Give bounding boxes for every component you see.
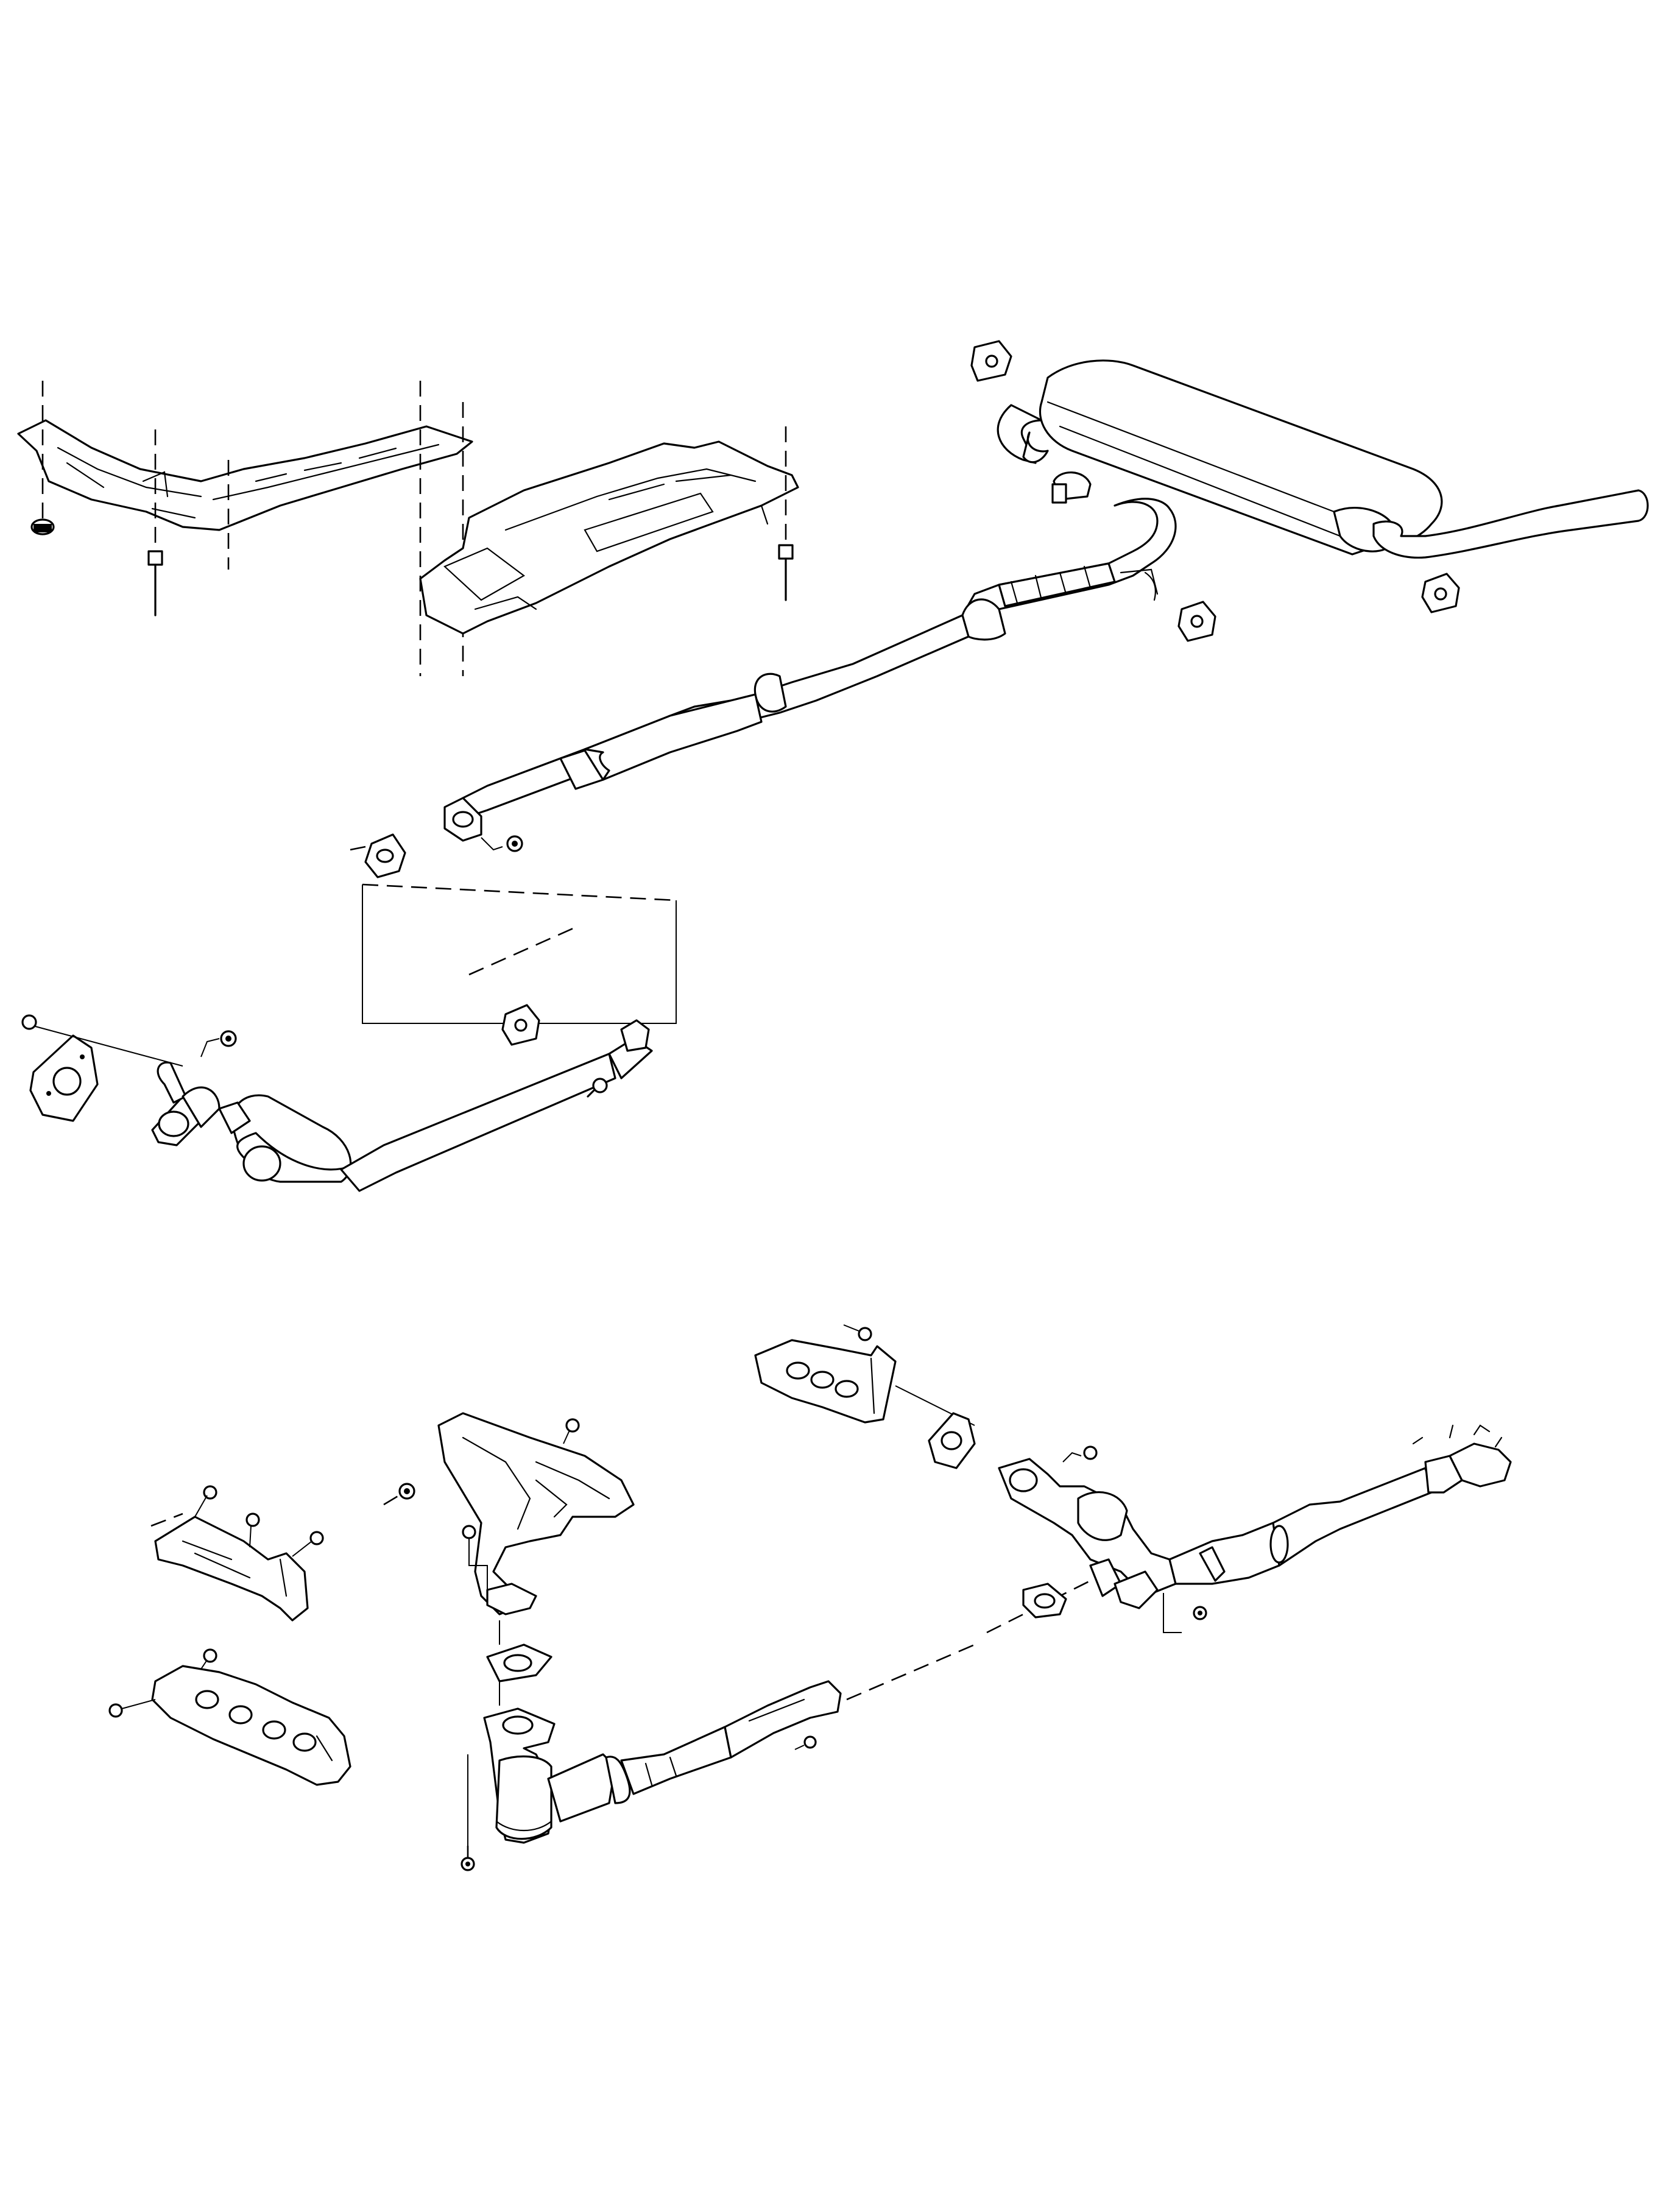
exhaust-manifold-heat-shield-right — [754, 1339, 897, 1424]
center-heat-shield — [419, 440, 799, 635]
manifold-stud — [108, 1699, 156, 1718]
lower-exhaust-system — [108, 1324, 1512, 1871]
exhaust-manifold-left — [151, 1665, 351, 1786]
catalytic-converter-downpipe — [483, 1680, 842, 1844]
reference-line — [468, 925, 579, 976]
flange-nut — [481, 835, 523, 852]
alignment-line — [846, 1643, 975, 1701]
manifold-stud — [563, 1418, 580, 1444]
heat-shield-stud-bolt-right — [778, 426, 794, 601]
reference-line — [362, 883, 677, 902]
converter-nut — [200, 1030, 237, 1057]
heat-shield-bolt-line — [150, 1513, 183, 1527]
muffler-hanger-insulator-right — [1421, 573, 1460, 613]
downpipe-bolt — [794, 1735, 817, 1750]
manifold-bolt — [462, 1525, 488, 1590]
flange-alignment-line — [350, 846, 366, 851]
rear-flange-gasket — [928, 1412, 976, 1469]
converter-gasket — [29, 1034, 99, 1122]
heat-shield-bolt — [843, 1324, 872, 1341]
rear-catalytic-converter-pipe — [998, 1424, 1512, 1609]
manifold-nut — [383, 1483, 415, 1506]
reference-bracket — [362, 884, 677, 1024]
heat-shield-bolt — [245, 1513, 260, 1548]
converter-bolt — [21, 1014, 183, 1067]
front-pipe-hanger-insulator — [501, 1004, 540, 1046]
pipe-hanger-insulator-middle — [1177, 601, 1216, 642]
flange-gasket — [364, 833, 406, 878]
upper-exhaust-system — [17, 340, 1649, 1192]
rear-muffler — [997, 359, 1649, 559]
exhaust-manifold-center — [437, 1412, 635, 1615]
heat-shield-bolt — [194, 1485, 217, 1517]
downpipe-nut — [461, 1857, 475, 1871]
rear-flange-gasket-lower — [1022, 1583, 1067, 1619]
intermediate-pipe-resonator — [462, 498, 1177, 817]
front-heat-shield — [17, 419, 473, 531]
muffler-hanger-insulator-top — [970, 340, 1012, 382]
manifold-gasket — [486, 1643, 552, 1682]
front-pipe-catalytic-converter — [151, 1019, 653, 1192]
heat-shield-stud-bolt — [147, 429, 163, 616]
intermediate-pipe-flange — [443, 797, 482, 842]
exhaust-manifold-heat-shield-left — [154, 1516, 309, 1622]
rear-flange-nut — [1062, 1446, 1098, 1463]
heat-shield-bolt — [292, 1531, 324, 1557]
heat-shield-fastener-left — [30, 381, 55, 535]
manifold-nut — [200, 1648, 217, 1670]
rear-pipe-bracket — [1163, 1593, 1207, 1633]
front-pipe-bolt — [587, 1078, 608, 1098]
muffler-clamp — [1051, 471, 1092, 504]
